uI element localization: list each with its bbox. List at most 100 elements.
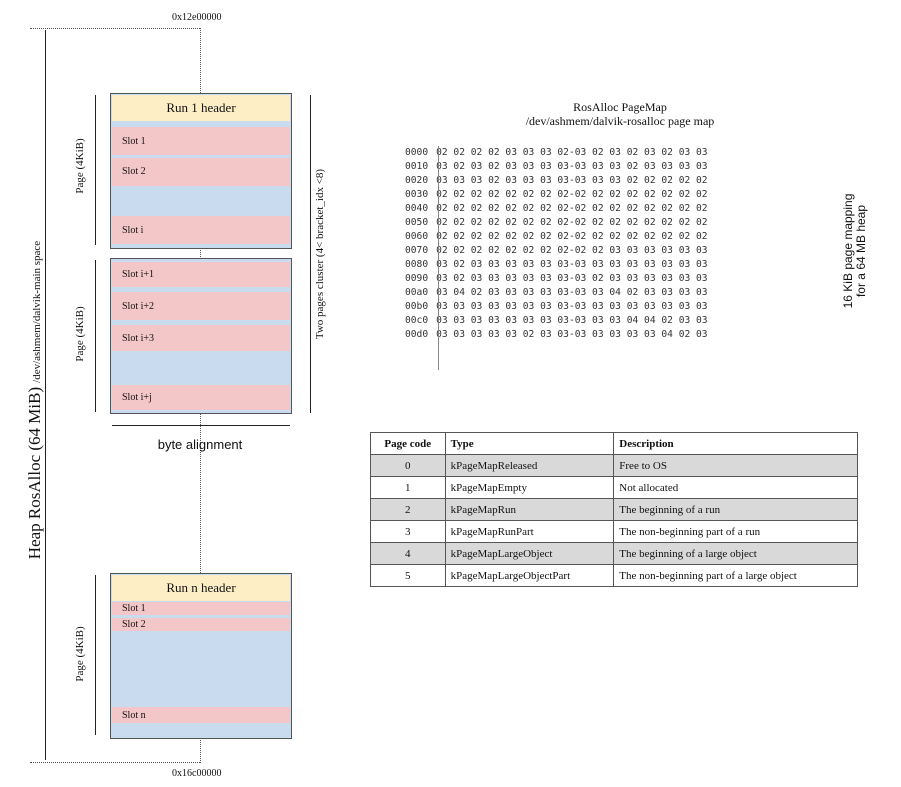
slot: Slot i+2 xyxy=(112,292,290,320)
page-arrow-2 xyxy=(95,260,96,412)
heap-label-sub: /dev/ashmem/dalvik-main space xyxy=(31,240,43,383)
hex-values: 02 02 02 02 02 02 02 02-02 02 02 02 02 0… xyxy=(436,189,708,200)
hex-values: 03 03 03 03 03 03 03 03-03 03 03 03 03 0… xyxy=(436,301,708,312)
slot: Slot 2 xyxy=(112,158,290,186)
slot: Slot n xyxy=(112,707,290,723)
heap-label-main: Heap RosAlloc (64 MiB) xyxy=(25,386,44,560)
hex-offset: 00a0 xyxy=(405,287,429,298)
cell-type: kPageMapRun xyxy=(444,498,615,521)
heap-extent-arrow xyxy=(45,30,46,760)
hex-offset: 0040 xyxy=(405,203,429,214)
pagemap-title: RosAlloc PageMap xyxy=(573,100,667,114)
header-type: Type xyxy=(444,432,615,455)
cell-description: The beginning of a run xyxy=(613,498,858,521)
hex-values: 03 03 03 03 03 03 03 03-03 03 03 04 04 0… xyxy=(436,315,708,326)
top-address: 0x12e00000 xyxy=(172,12,222,23)
cell-description: Not allocated xyxy=(613,476,858,499)
run-header: Run n header xyxy=(112,575,290,601)
hex-row: 0020 03 03 03 02 03 03 03 03-03 03 03 02 … xyxy=(405,174,708,188)
hex-offset: 0010 xyxy=(405,161,429,172)
hex-values: 03 03 03 02 03 03 03 03-03 03 03 02 02 0… xyxy=(436,175,708,186)
hex-values: 02 02 02 02 02 02 02 02-02 02 02 02 02 0… xyxy=(436,217,708,228)
hex-values: 02 02 02 02 02 02 02 02-02 02 02 02 02 0… xyxy=(436,231,708,242)
hex-row: 0040 02 02 02 02 02 02 02 02-02 02 02 02 … xyxy=(405,202,708,216)
cell-description: Free to OS xyxy=(613,454,858,477)
runn-page: Run n header Slot 1 Slot 2 Slot n xyxy=(110,573,292,739)
slot: Slot 2 xyxy=(112,618,290,631)
hex-values: 03 02 03 02 03 03 03 03-03 03 03 02 03 0… xyxy=(436,161,708,172)
hex-row: 0070 02 02 02 02 02 02 02 02-02 02 03 03 … xyxy=(405,244,708,258)
cell-type: kPageMapRunPart xyxy=(444,520,615,543)
slot: Slot i+j xyxy=(112,385,290,410)
hex-offset: 0090 xyxy=(405,273,429,284)
byte-alignment-arrow xyxy=(112,425,290,426)
page-label-2: Page (4KiB) xyxy=(74,306,86,362)
slot: Slot 1 xyxy=(112,127,290,155)
hex-offset: 00d0 xyxy=(405,329,429,340)
run1-page-2: Slot i+1 Slot i+2 Slot i+3 Slot i+j xyxy=(110,258,292,414)
hex-values: 02 02 02 02 02 02 02 02-02 02 03 03 03 0… xyxy=(436,245,708,256)
page-label-1: Page (4KiB) xyxy=(74,138,86,194)
cell-type: kPageMapLargeObjectPart xyxy=(444,564,615,587)
slot: Slot i+1 xyxy=(112,262,290,287)
hex-row: 0010 03 02 03 02 03 03 03 03-03 03 03 02 … xyxy=(405,160,708,174)
hex-offset: 00b0 xyxy=(405,301,429,312)
hex-row: 00b0 03 03 03 03 03 03 03 03-03 03 03 03 … xyxy=(405,300,708,314)
hex-offset: 0070 xyxy=(405,245,429,256)
pagemap-subtitle: /dev/ashmem/dalvik-rosalloc page map xyxy=(525,114,715,128)
hex-offset: 0060 xyxy=(405,231,429,242)
byte-alignment-label: byte alignment xyxy=(157,437,243,452)
hex-row: 0060 02 02 02 02 02 02 02 02-02 02 02 02 … xyxy=(405,230,708,244)
page-arrow-1 xyxy=(95,95,96,245)
hex-values: 02 02 02 02 03 03 03 02-03 02 03 02 03 0… xyxy=(436,147,708,158)
hex-offset: 0050 xyxy=(405,217,429,228)
run-header: Run 1 header xyxy=(112,95,290,121)
hex-row: 0090 03 02 03 03 03 03 03 03-03 02 03 03 … xyxy=(405,272,708,286)
run1-page: Run 1 header Slot 1 Slot 2 Slot i xyxy=(110,93,292,249)
cell-description: The non-beginning part of a run xyxy=(613,520,858,543)
cell-description: The non-beginning part of a large object xyxy=(613,564,858,587)
hex-values: 02 02 02 02 02 02 02 02-02 02 02 02 02 0… xyxy=(436,203,708,214)
page-label-3: Page (4KiB) xyxy=(74,626,86,682)
heap-label: Heap RosAlloc (64 MiB) /dev/ashmem/dalvi… xyxy=(25,165,45,635)
hex-values: 03 02 03 03 03 03 03 03-03 03 03 03 03 0… xyxy=(436,259,708,270)
cell-page-code: 4 xyxy=(370,542,446,565)
cell-page-code: 5 xyxy=(370,564,446,587)
hex-divider xyxy=(438,146,439,370)
hex-row: 0050 02 02 02 02 02 02 02 02-02 02 02 02 … xyxy=(405,216,708,230)
cluster-arrow xyxy=(310,95,311,413)
cell-page-code: 1 xyxy=(370,476,446,499)
slot: Slot i+3 xyxy=(112,325,290,351)
table-header-row: Page code Type Description xyxy=(370,432,858,455)
header-description: Description xyxy=(613,432,858,455)
hex-row: 00c0 03 03 03 03 03 03 03 03-03 03 03 04 … xyxy=(405,314,708,328)
cell-type: kPageMapLargeObject xyxy=(444,542,615,565)
hex-offset: 0080 xyxy=(405,259,429,270)
cell-page-code: 2 xyxy=(370,498,446,521)
bottom-dotted-line xyxy=(30,762,200,763)
page-arrow-3 xyxy=(95,575,96,735)
hex-values: 03 03 03 03 03 02 03 03-03 03 03 03 03 0… xyxy=(436,329,708,340)
hex-offset: 00c0 xyxy=(405,315,429,326)
cell-type: kPageMapEmpty xyxy=(444,476,615,499)
hex-offset: 0020 xyxy=(405,175,429,186)
cell-page-code: 3 xyxy=(370,520,446,543)
hex-row: 0080 03 02 03 03 03 03 03 03-03 03 03 03 … xyxy=(405,258,708,272)
header-page-code: Page code xyxy=(370,432,446,455)
cluster-label: Two pages cluster (4< bracket_idx <8) xyxy=(314,168,326,340)
slot: Slot 1 xyxy=(112,602,290,615)
cell-type: kPageMapReleased xyxy=(444,454,615,477)
slot: Slot i xyxy=(112,216,290,244)
bottom-address: 0x16c00000 xyxy=(172,768,222,779)
hex-values: 03 02 03 03 03 03 03 03-03 02 03 03 03 0… xyxy=(436,273,708,284)
